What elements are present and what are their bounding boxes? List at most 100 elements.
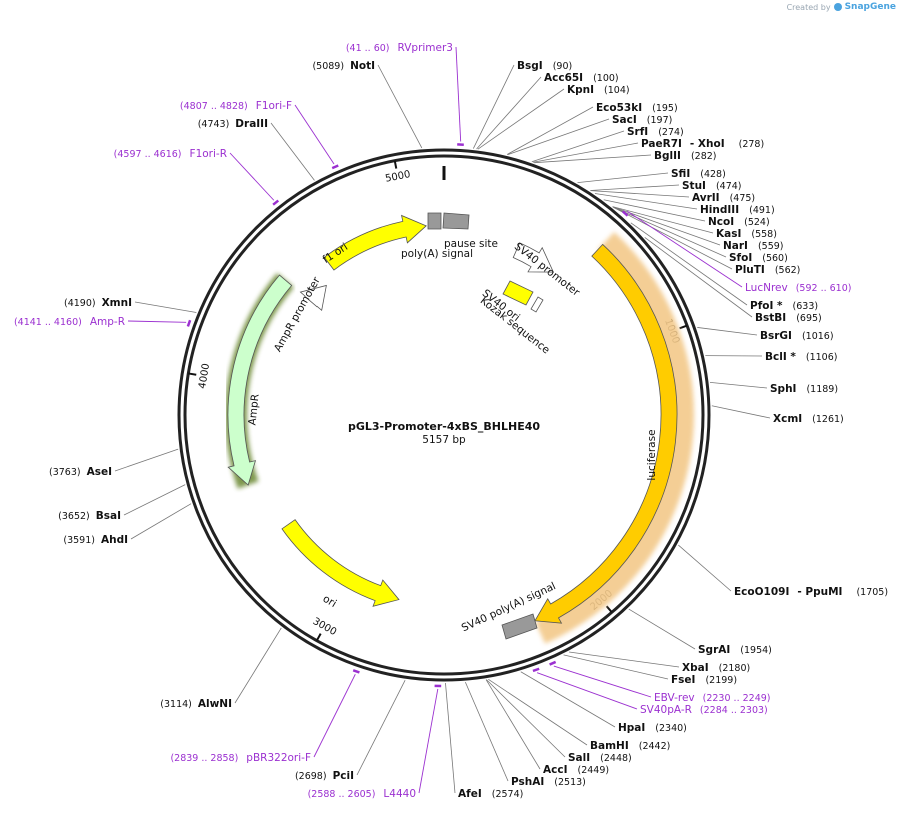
site-bstbi[interactable]: BstBI(695)	[755, 312, 822, 324]
site-position: (475)	[730, 193, 756, 204]
site-kasi[interactable]: KasI(558)	[716, 228, 777, 240]
feature-sv40-ori[interactable]	[502, 280, 534, 306]
site-leader-bamhi	[488, 678, 588, 746]
feature-ori[interactable]	[281, 519, 400, 607]
site-name: NarI	[723, 240, 748, 252]
site-leader-sgrai	[628, 608, 696, 650]
primer-range: (2588 .. 2605)	[308, 789, 376, 800]
site-leader-noti	[377, 64, 423, 149]
site-kpni[interactable]: KpnI(104)	[567, 84, 630, 96]
primer-leader-sv40pa-r	[536, 672, 638, 710]
site-eco53ki[interactable]: Eco53kI(195)	[596, 102, 678, 114]
site-ahdi[interactable]: AhdI(3591)	[63, 534, 128, 546]
site-pfoi[interactable]: PfoI *(633)	[750, 300, 818, 312]
site-noti[interactable]: NotI(5089)	[312, 60, 375, 72]
primer-pbr322ori-f[interactable]: pBR322ori-F(2839 .. 2858)	[170, 752, 311, 764]
site-name: SrfI	[627, 126, 648, 138]
site-leader-bsai	[123, 484, 186, 516]
primer-name: SV40pA-R	[640, 704, 692, 716]
site-alwni[interactable]: AlwNI(3114)	[160, 698, 232, 710]
site-leader-pcii	[356, 679, 406, 776]
site-ncoi[interactable]: NcoI(524)	[708, 216, 770, 228]
primer-l4440[interactable]: L4440(2588 .. 2605)	[308, 788, 416, 800]
site-acci[interactable]: AccI(2449)	[543, 764, 609, 776]
site-acc65i[interactable]: Acc65I(100)	[544, 72, 619, 84]
site-pluti[interactable]: PluTI(562)	[735, 264, 800, 276]
site-xmni[interactable]: XmnI(4190)	[64, 297, 132, 309]
feature-kozak-sequence[interactable]	[530, 296, 544, 313]
site-ecoo109i[interactable]: EcoO109I- PpuMI(1705)	[734, 586, 888, 598]
site-sfii[interactable]: SfiI(428)	[671, 168, 726, 180]
primer-ebv-rev[interactable]: EBV-rev(2230 .. 2249)	[654, 692, 771, 704]
site-leader-acc65i	[476, 76, 542, 150]
site-leader-xbai	[569, 651, 680, 668]
site-bsrgi[interactable]: BsrGI(1016)	[760, 330, 834, 342]
primer-mark-sv40pa-r	[532, 667, 540, 673]
primer-range: (592 .. 610)	[796, 283, 852, 294]
site-pshai[interactable]: PshAI(2513)	[511, 776, 586, 788]
feature-poly-a-signal[interactable]	[427, 212, 442, 230]
snapgene-logo-icon	[833, 3, 842, 11]
site-avrii[interactable]: AvrII(475)	[692, 192, 755, 204]
site-name: BsgI	[517, 60, 543, 72]
primer-lucnrev[interactable]: LucNrev(592 .. 610)	[745, 282, 851, 294]
feature-sv40-poly-a-signal[interactable]	[501, 613, 538, 640]
site-leader-acci	[485, 679, 541, 770]
primer-f1ori-f[interactable]: F1ori-F(4807 .. 4828)	[180, 100, 292, 112]
site-hpai[interactable]: HpaI(2340)	[618, 722, 687, 734]
site-position: (524)	[744, 217, 770, 228]
feature-f1-ori[interactable]	[323, 214, 427, 271]
site-sali[interactable]: SalI(2448)	[568, 752, 632, 764]
site-paer7i[interactable]: PaeR7I- XhoI(278)	[641, 138, 764, 150]
feature-ampr[interactable]	[227, 274, 293, 486]
site-name: SacI	[612, 114, 637, 126]
primer-leader-lucnrev	[626, 210, 743, 288]
primer-mark-amp-r	[186, 319, 192, 327]
site-draiii[interactable]: DraIII(4743)	[198, 118, 268, 130]
site-bamhi[interactable]: BamHI(2442)	[590, 740, 670, 752]
site-afei[interactable]: AfeI(2574)	[458, 788, 523, 800]
site-name: PfoI *	[750, 300, 783, 312]
feature-ampr-promoter[interactable]	[299, 284, 327, 312]
site-name: PaeR7I	[641, 138, 682, 150]
primer-amp-r[interactable]: Amp-R(4141 .. 4160)	[14, 316, 125, 328]
site-bsai[interactable]: BsaI(3652)	[58, 510, 121, 522]
site-stui[interactable]: StuI(474)	[682, 180, 742, 192]
site-sfoi[interactable]: SfoI(560)	[729, 252, 788, 264]
site-srfi[interactable]: SrfI(274)	[627, 126, 684, 138]
site-leader-kpni	[477, 88, 565, 150]
tick-label-5000: 5000	[384, 169, 411, 185]
primer-range: (41 .. 60)	[346, 43, 390, 54]
site-position: (1106)	[806, 352, 838, 363]
site-position: (4743)	[198, 119, 230, 130]
site-bglii[interactable]: BglII(282)	[654, 150, 716, 162]
site-name: AccI	[543, 764, 567, 776]
site-asei[interactable]: AseI(3763)	[49, 466, 112, 478]
site-position: (562)	[775, 265, 801, 276]
site-sphi[interactable]: SphI(1189)	[770, 383, 838, 395]
primer-sv40pa-r[interactable]: SV40pA-R(2284 .. 2303)	[640, 704, 768, 716]
site-position: (558)	[751, 229, 777, 240]
site-xcmi[interactable]: XcmI(1261)	[773, 413, 844, 425]
site-hindiii[interactable]: HindIII(491)	[700, 204, 775, 216]
snapgene-brand: Created by SnapGene	[787, 2, 896, 12]
site-leader-kasi	[612, 206, 714, 234]
site-sgrai[interactable]: SgrAI(1954)	[698, 644, 772, 656]
site-bcli[interactable]: BclI *(1106)	[765, 351, 837, 363]
site-xbai[interactable]: XbaI(2180)	[682, 662, 750, 674]
site-pcii[interactable]: PciI(2698)	[295, 770, 354, 782]
primer-rvprimer3[interactable]: RVprimer3(41 .. 60)	[346, 42, 453, 54]
site-bsgi[interactable]: BsgI(90)	[517, 60, 572, 72]
backbone	[177, 148, 711, 682]
site-name: SfoI	[729, 252, 752, 264]
feature-sv40-promoter[interactable]	[512, 242, 554, 273]
site-fsei[interactable]: FseI(2199)	[671, 674, 737, 686]
site-name: PciI	[333, 770, 354, 782]
site-nari[interactable]: NarI(559)	[723, 240, 784, 252]
primer-f1ori-r[interactable]: F1ori-R(4597 .. 4616)	[114, 148, 227, 160]
site-saci[interactable]: SacI(197)	[612, 114, 672, 126]
site-position: (2513)	[554, 777, 586, 788]
site-name: FseI	[671, 674, 695, 686]
feature-pause-site[interactable]	[442, 212, 470, 230]
site-name: AlwNI	[198, 698, 232, 710]
